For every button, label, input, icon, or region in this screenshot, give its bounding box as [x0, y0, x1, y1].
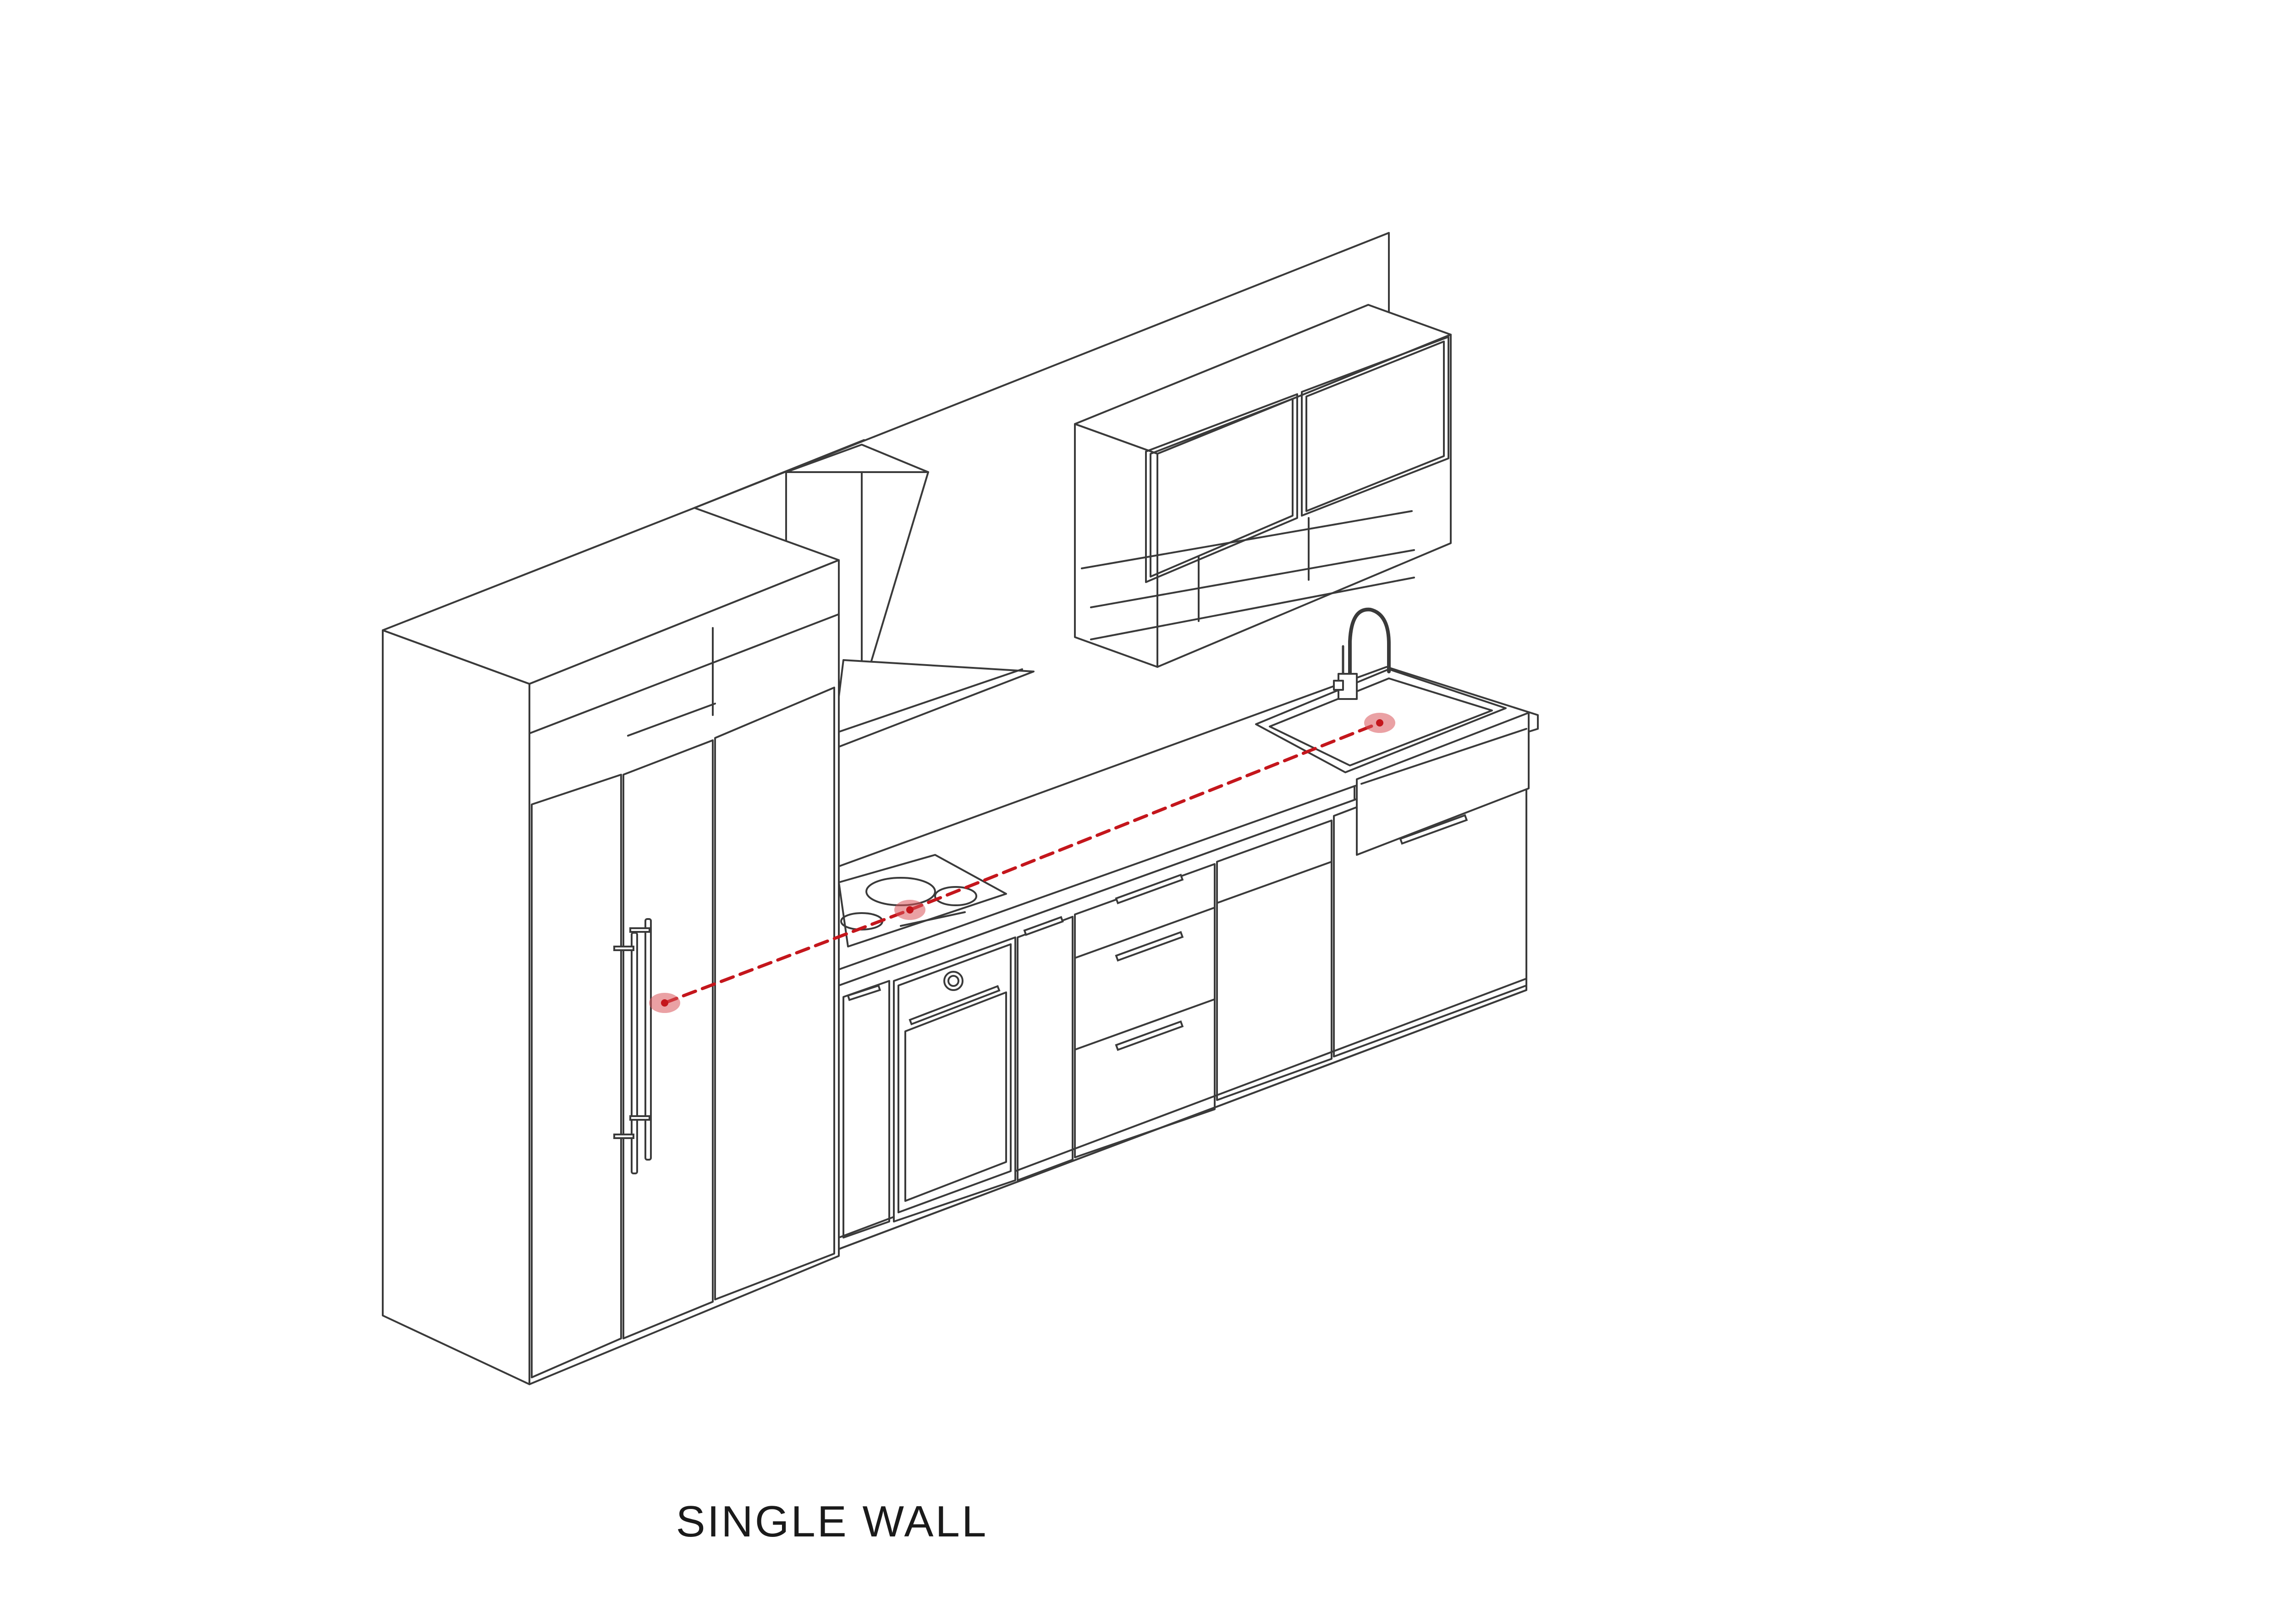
work-triangle	[649, 713, 1395, 1013]
marker-sink-center	[1376, 719, 1383, 727]
cabinet-left-of-oven	[842, 980, 890, 1239]
back-wall	[694, 232, 1390, 509]
faucet	[1333, 607, 1391, 700]
upper-wall-cabinets	[1074, 304, 1452, 668]
tall-unit-top-cabinets	[529, 613, 840, 734]
fridge-door-left	[531, 774, 622, 1378]
pantry-door	[714, 687, 835, 1300]
base-cabinets	[838, 732, 1527, 1250]
upper-cabinet-door-left	[1145, 393, 1298, 583]
marker-cooktop-center	[906, 906, 914, 914]
oven	[893, 936, 1016, 1222]
dishwasher-panel	[1216, 820, 1332, 1101]
fridge-door-right	[622, 703, 716, 1339]
marker-fridge-center	[661, 999, 668, 1007]
tall-pantry-fridge-unit	[382, 507, 840, 1385]
upper-cabinet-door-right	[1301, 336, 1449, 517]
open-shelves	[1081, 510, 1415, 640]
drawing-caption: SINGLE WALL	[676, 1497, 988, 1546]
cabinet-right-of-oven	[1017, 916, 1074, 1181]
fridge-handle-left	[613, 932, 638, 1174]
fridge-handle-right	[629, 918, 652, 1161]
drawer-stack	[1074, 863, 1216, 1158]
